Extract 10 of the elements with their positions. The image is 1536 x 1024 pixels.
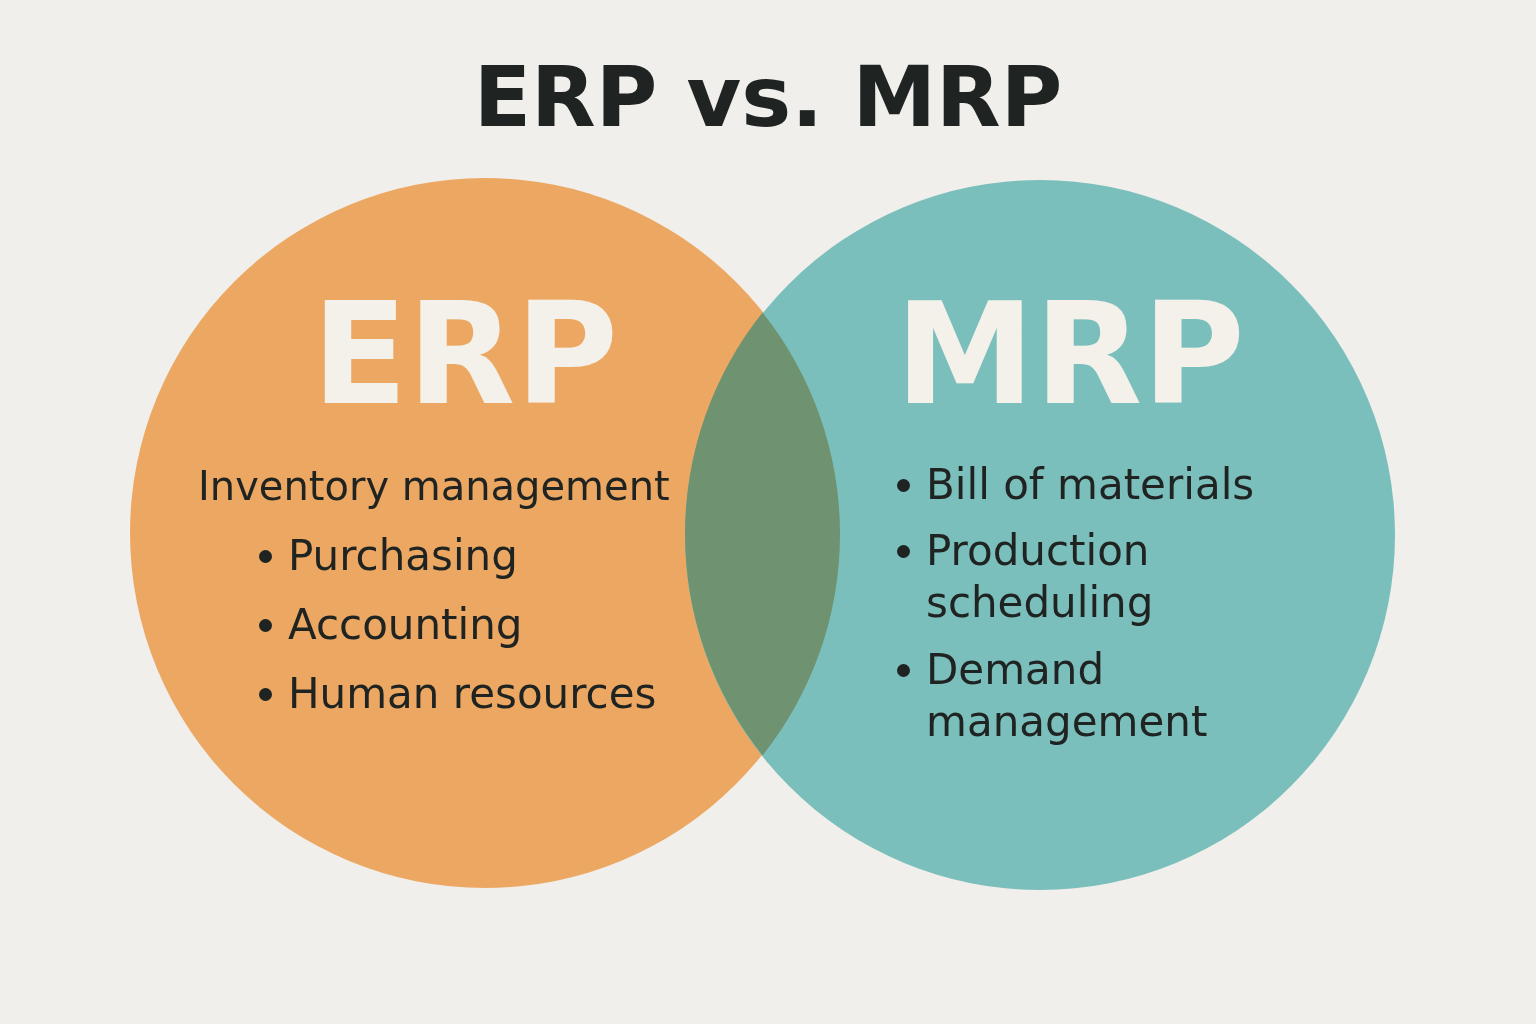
list-item: Human resources: [288, 668, 658, 720]
list-item: Production scheduling: [926, 525, 1155, 629]
title: ERP vs. MRP: [472, 48, 1064, 146]
circle-heading: MRP: [894, 278, 1246, 432]
list-item: Inventory management: [198, 462, 671, 511]
list-item: Accounting: [288, 599, 524, 651]
list-item: Purchasing: [288, 530, 519, 582]
circle-heading: ERP: [310, 278, 619, 432]
list-item: Demand management: [926, 644, 1209, 748]
list-item: Bill of materials: [926, 459, 1256, 511]
